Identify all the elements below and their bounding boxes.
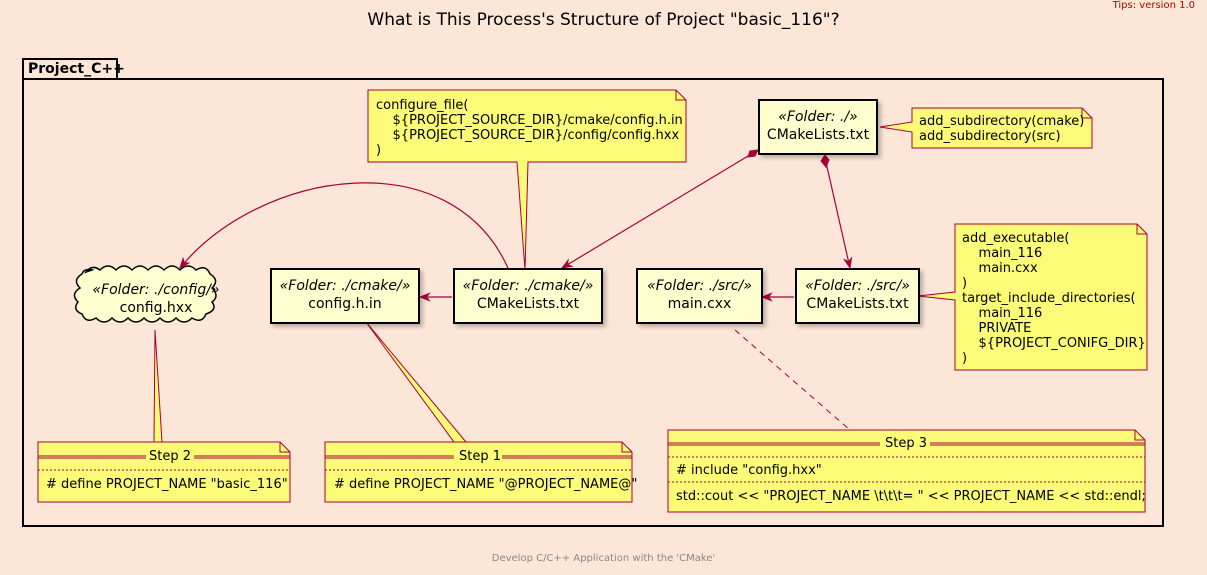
note-configure-file: configure_file( ${PROJECT_SOURCE_DIR}/cm… [376, 98, 683, 158]
node-config-h-in[interactable]: «Folder: ./cmake/» config.h.in [270, 268, 420, 324]
node-stereotype: «Folder: ./cmake/» [462, 278, 594, 294]
node-name: config.hxx [119, 300, 193, 316]
node-cmake-cmakelists[interactable]: «Folder: ./cmake/» CMakeLists.txt [453, 268, 603, 324]
note-step2-shape [37, 441, 291, 503]
edge-root-to-cmake [560, 149, 759, 269]
node-stereotype: «Folder: ./src/» [647, 278, 752, 294]
node-name: main.cxx [667, 296, 732, 312]
note-step1-shape [324, 441, 633, 503]
node-name: config.h.in [308, 296, 382, 312]
node-name: CMakeLists.txt [476, 296, 580, 312]
note-add-subdirectory: add_subdirectory(cmake) add_subdirectory… [919, 114, 1085, 144]
node-stereotype: «Folder: ./src/» [805, 278, 910, 294]
package-frame [22, 78, 1164, 527]
step1-title: Step 1 [459, 449, 502, 464]
note-add-executable-shape [917, 223, 1148, 371]
footer-caption: Develop C/C++ Application with the 'CMak… [491, 553, 716, 564]
cloud-config-hxx-shape [73, 265, 217, 323]
node-src-cmakelists[interactable]: «Folder: ./src/» CMakeLists.txt [795, 268, 920, 324]
diagram-title: What is This Process's Structure of Proj… [367, 10, 840, 30]
node-root-cmakelists[interactable]: «Folder: ./» CMakeLists.txt [758, 99, 878, 155]
edge-cmake-to-config-hxx [179, 182, 509, 269]
node-stereotype: «Folder: ./cmake/» [279, 278, 411, 294]
step2-title: Step 2 [149, 449, 192, 464]
step3-line1: # include "config.hxx" [676, 463, 822, 478]
node-stereotype: «Folder: ./» [778, 109, 858, 125]
tips-label: Tips: version 1.0 [1112, 0, 1195, 11]
node-name: CMakeLists.txt [806, 296, 909, 312]
step2-line: # define PROJECT_NAME "basic_116" [46, 477, 288, 492]
package-tab: Project_C++ [22, 58, 125, 78]
edge-root-to-src [824, 157, 853, 270]
note-add-executable: add_executable( main_116 main.cxx ) targ… [962, 231, 1146, 366]
node-config-hxx[interactable]: «Folder: ./config/» config.hxx [66, 282, 246, 317]
node-name: CMakeLists.txt [766, 127, 870, 143]
note-step3-shape [667, 429, 1146, 513]
step1-line: # define PROJECT_NAME "@PROJECT_NAME@" [334, 477, 638, 492]
node-stereotype: «Folder: ./config/» [92, 282, 220, 298]
note-add-subdirectory-shape [879, 107, 1093, 149]
step3-line2: std::cout << "PROJECT_NAME \t\t\t= " << … [676, 489, 1146, 504]
node-main-cxx[interactable]: «Folder: ./src/» main.cxx [636, 268, 763, 324]
step3-title: Step 3 [885, 436, 928, 451]
note-configure-file-shape [367, 89, 687, 271]
